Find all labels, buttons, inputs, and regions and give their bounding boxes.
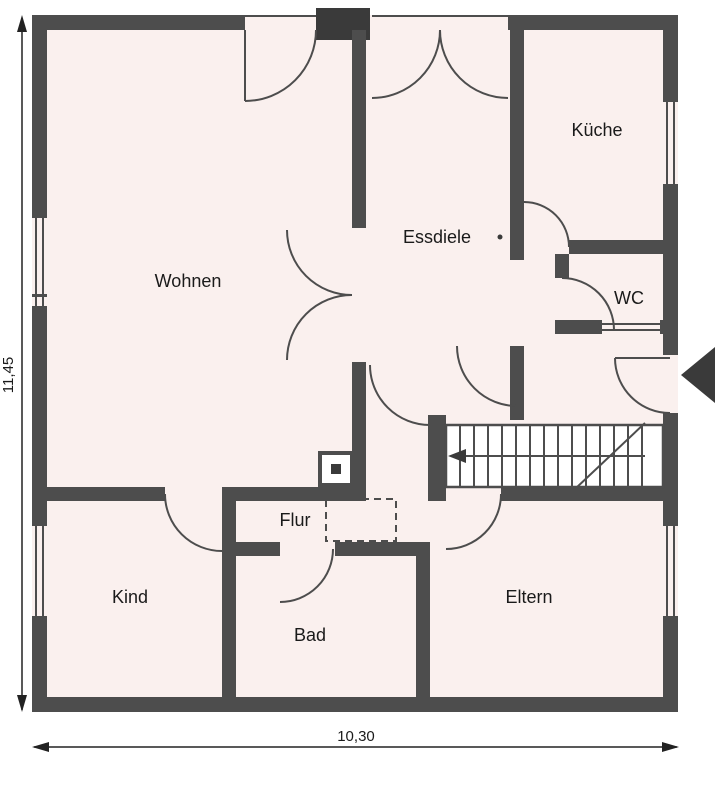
wall-segment — [32, 618, 47, 712]
door-arc — [286, 294, 353, 361]
wall-segment — [510, 346, 524, 420]
wall-segment — [663, 186, 678, 355]
room-label-flur: Flur — [280, 510, 311, 530]
room-label-essdiele: Essdiele — [403, 227, 471, 247]
hinge-dot — [497, 234, 503, 240]
wall-segment — [663, 618, 678, 712]
opening-threshold — [372, 15, 508, 17]
room-labels: Wohnen Essdiele Küche WC Flur Kind Bad E… — [112, 120, 644, 645]
wall-segment — [428, 415, 446, 501]
wall-segment — [335, 542, 416, 556]
room-label-wohnen: Wohnen — [155, 271, 222, 291]
door-arc — [561, 277, 615, 331]
wall-segment — [352, 30, 366, 228]
wall-segment — [662, 320, 678, 334]
room-label-eltern: Eltern — [505, 587, 552, 607]
door-arc — [456, 345, 518, 407]
door-arc — [286, 229, 353, 296]
opening-threshold — [245, 15, 316, 17]
walls — [32, 8, 678, 712]
door-arc — [164, 493, 223, 552]
door-arc — [371, 29, 441, 99]
staircase — [444, 422, 665, 490]
wall-segment — [663, 413, 678, 524]
stair-direction-arrow-icon — [448, 449, 466, 463]
wall-segment — [352, 362, 366, 487]
wall-segment — [222, 487, 366, 501]
wall-segment — [32, 15, 245, 30]
wall-segment — [222, 542, 280, 556]
room-label-bad: Bad — [294, 625, 326, 645]
doors — [164, 29, 671, 603]
entrance-arrow-icon — [681, 347, 715, 403]
floor-hatch-dashed — [325, 498, 397, 542]
wall-segment — [32, 487, 165, 501]
window — [32, 216, 47, 308]
door-arc — [439, 29, 509, 99]
window — [600, 320, 662, 334]
door-arc — [244, 29, 317, 102]
wall-segment — [222, 501, 236, 697]
wall-segment — [32, 308, 47, 524]
room-label-kueche: Küche — [571, 120, 622, 140]
dimension-arrowhead — [32, 742, 49, 752]
dimension-height-label: 11,45 — [0, 357, 17, 393]
wall-segment — [569, 240, 678, 254]
wall-segment — [501, 487, 678, 501]
dimension-arrowhead — [17, 695, 27, 712]
chimney-symbol — [318, 451, 354, 487]
wall-segment — [555, 254, 569, 278]
dimension-arrowhead — [662, 742, 679, 752]
windows — [32, 100, 678, 618]
window — [663, 100, 678, 186]
wall-segment — [510, 30, 524, 260]
window — [32, 524, 47, 618]
wall-segment — [32, 15, 47, 216]
wall-segment — [555, 320, 600, 334]
door-arc — [614, 357, 671, 414]
dimensions: 11,45 10,30 — [0, 15, 679, 752]
wall-segment — [663, 15, 678, 100]
wall-segment — [32, 697, 678, 712]
room-label-kind: Kind — [112, 587, 148, 607]
door-arc — [279, 548, 334, 603]
door-arc — [445, 493, 502, 550]
window — [663, 524, 678, 618]
room-label-wc: WC — [614, 288, 644, 308]
door-arc — [369, 364, 431, 426]
door-arc — [523, 201, 570, 248]
dimension-width-label: 10,30 — [337, 728, 375, 745]
dimension-arrowhead — [17, 15, 27, 32]
wall-segment — [508, 15, 678, 30]
wall-segment — [416, 542, 430, 697]
